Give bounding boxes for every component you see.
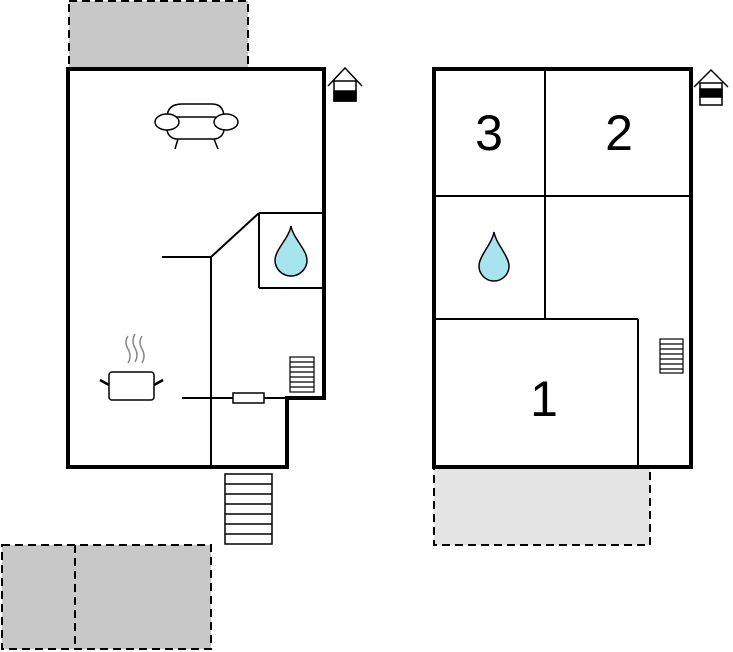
ground-floor: [66, 66, 363, 545]
room-label-3: 3: [475, 105, 503, 161]
room-label-1: 1: [530, 371, 558, 427]
water-drop-icon: [274, 225, 308, 277]
stairs-icon: [224, 473, 273, 545]
water-drop-icon: [478, 231, 510, 282]
terrace-top: [68, 0, 249, 69]
upper-floor-outer-wall: [432, 67, 693, 469]
wall-window: [232, 392, 265, 404]
terrace-right: [433, 466, 651, 546]
upper-floor-interior-walls: [434, 69, 691, 467]
house-floor-icon: [327, 66, 363, 102]
cooking-pot-icon: [99, 333, 164, 401]
sofa-icon: [154, 103, 239, 150]
house-floor-icon: [693, 68, 729, 106]
radiator-icon: [289, 356, 315, 393]
radiator-icon: [659, 338, 684, 374]
terrace-bottom-left: [1, 544, 212, 650]
upper-floor: 3 2 1: [432, 67, 729, 469]
room-label-2: 2: [605, 105, 633, 161]
